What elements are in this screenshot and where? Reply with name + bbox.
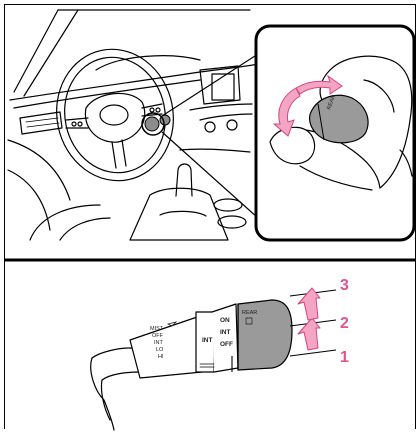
position-arrows (298, 288, 320, 350)
label-on: ON (220, 317, 230, 324)
label-rear: REAR (242, 310, 257, 316)
label-mist: MIST (150, 326, 164, 332)
position-1: 1 (340, 349, 349, 366)
label-ring-int: INT (202, 337, 213, 344)
label-hi: HI (158, 354, 164, 360)
label-off: OFF (152, 333, 164, 339)
car-interior (8, 10, 258, 240)
inset-box: REAR (256, 26, 414, 240)
position-2: 2 (340, 315, 349, 332)
label-int2: INT (220, 329, 231, 336)
lever-stalk-small (142, 113, 170, 135)
label-lo: LO (156, 347, 164, 353)
label-off2: OFF (220, 341, 233, 348)
label-int: INT (154, 340, 164, 346)
position-numbers: 3 2 1 (340, 277, 349, 366)
position-3: 3 (340, 277, 349, 294)
lever-diagram (91, 300, 292, 430)
